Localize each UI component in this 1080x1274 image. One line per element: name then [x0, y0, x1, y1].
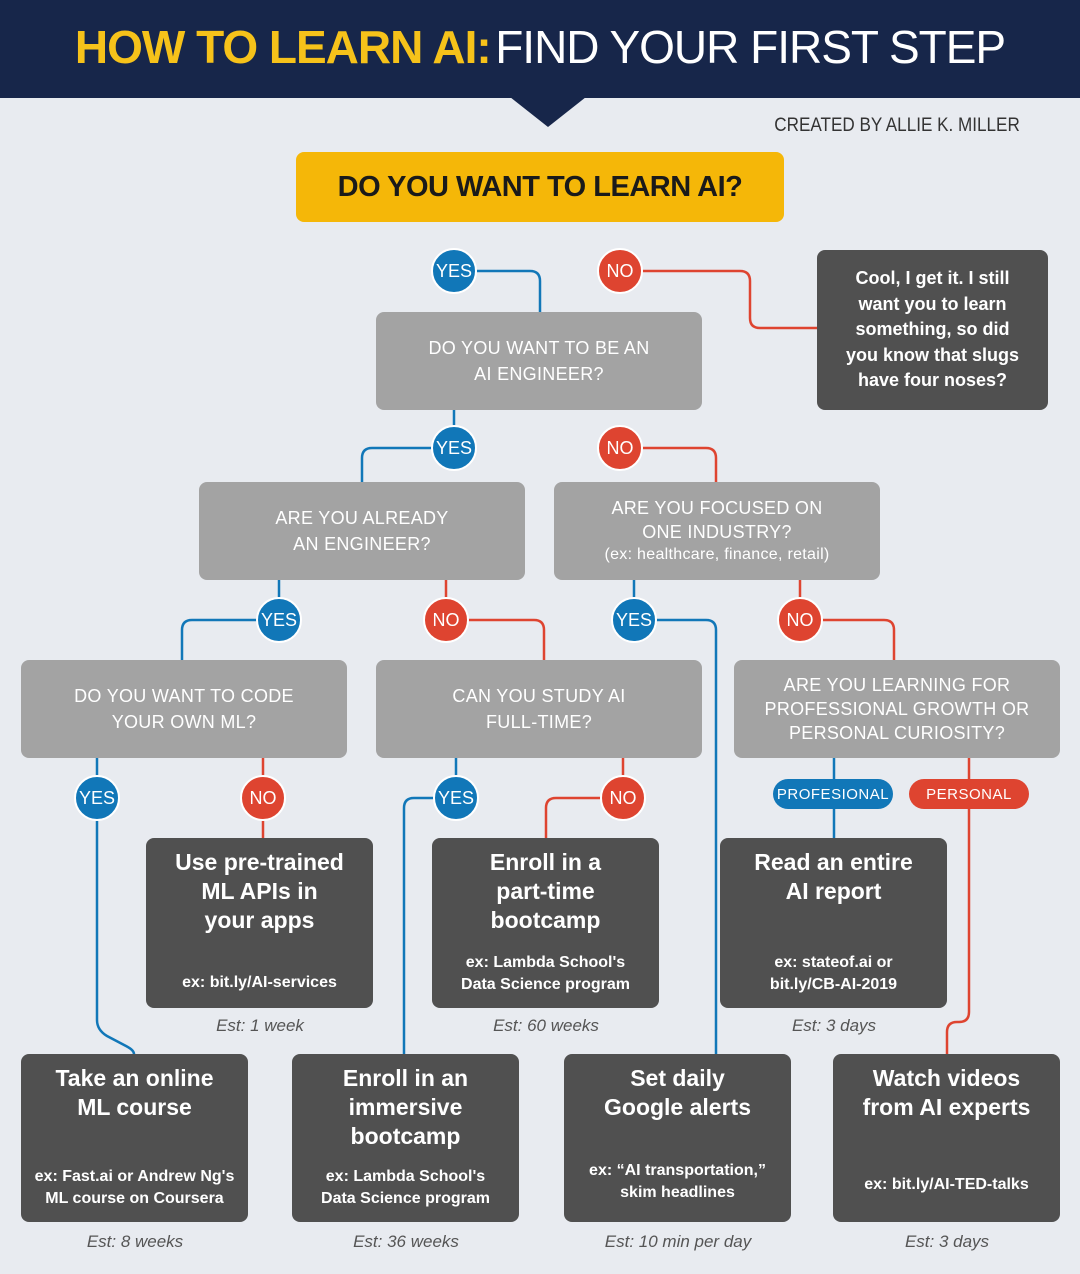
result-parttime-bootcamp: Enroll in a part-time bootcamp ex: Lambd…: [432, 838, 659, 1008]
result-title-line: Enroll in an: [342, 1065, 469, 1091]
result-title-line: Take an online: [55, 1065, 214, 1091]
result-expert-videos: Watch videos from AI experts ex: bit.ly/…: [833, 1054, 1060, 1222]
question-line: ARE YOU LEARNING FOR: [783, 675, 1011, 695]
estimate-report: Est: 3 days: [791, 1016, 877, 1035]
result-title-line: ML APIs in: [201, 878, 318, 904]
question-growth-or-curiosity: ARE YOU LEARNING FOR PROFESSIONAL GROWTH…: [734, 660, 1060, 758]
question-ai-engineer: DO YOU WANT TO BE AN AI ENGINEER?: [376, 312, 702, 410]
question-line: AN ENGINEER?: [293, 534, 431, 554]
no-badge: NO: [240, 775, 286, 821]
result-example: ex: Fast.ai or Andrew Ng's: [34, 1168, 235, 1185]
result-title-line: from AI experts: [862, 1094, 1031, 1120]
result-example: ex: Lambda School's: [465, 954, 626, 971]
result-example: ML course on Coursera: [45, 1190, 224, 1207]
result-title-line: bootcamp: [350, 1123, 461, 1149]
no-badge: NO: [423, 597, 469, 643]
estimate-parttime: Est: 60 weeks: [493, 1016, 599, 1035]
result-example: bit.ly/CB-AI-2019: [769, 976, 898, 993]
result-title-line: Google alerts: [604, 1094, 751, 1120]
personal-tag: PERSONAL: [909, 779, 1029, 809]
estimate-videos: Est: 3 days: [904, 1232, 990, 1251]
result-online-course: Take an online ML course ex: Fast.ai or …: [21, 1054, 248, 1222]
root-question-text: DO YOU WANT TO LEARN AI?: [337, 170, 743, 203]
result-example: ex: bit.ly/AI-services: [182, 974, 337, 991]
result-title-line: ML course: [77, 1094, 192, 1120]
title-rest: FIND YOUR FIRST STEP: [495, 21, 1006, 73]
estimate-pretrained: Est: 1 week: [216, 1016, 304, 1035]
question-subtext: (ex: healthcare, finance, retail): [604, 546, 830, 563]
result-example: Data Science program: [461, 976, 630, 993]
result-title-line: immersive: [348, 1094, 463, 1120]
result-example: ex: “AI transportation,”: [589, 1162, 766, 1179]
question-line: YOUR OWN ML?: [111, 712, 257, 732]
result-example: ex: bit.ly/AI-TED-talks: [864, 1176, 1029, 1193]
yes-badge: YES: [431, 425, 477, 471]
result-example: Data Science program: [321, 1190, 490, 1207]
header-notch: [510, 97, 586, 127]
note-line: have four noses?: [857, 370, 1008, 391]
question-line: CAN YOU STUDY AI: [452, 686, 626, 706]
credit-line: CREATED BY ALLIE K. MILLER: [774, 115, 1020, 136]
question-already-engineer: ARE YOU ALREADY AN ENGINEER?: [199, 482, 525, 580]
question-line: ONE INDUSTRY?: [642, 522, 792, 542]
result-title-line: part-time: [496, 878, 595, 904]
question-one-industry: ARE YOU FOCUSED ON ONE INDUSTRY? (ex: he…: [554, 482, 880, 580]
result-example: skim headlines: [620, 1184, 735, 1201]
no-badge: NO: [777, 597, 823, 643]
result-ai-report: Read an entire AI report ex: stateof.ai …: [720, 838, 947, 1008]
question-line: PERSONAL CURIOSITY?: [788, 723, 1006, 743]
yes-badge: YES: [74, 775, 120, 821]
result-title-line: bootcamp: [490, 907, 601, 933]
result-immersive-bootcamp: Enroll in an immersive bootcamp ex: Lamb…: [292, 1054, 519, 1222]
result-title-line: AI report: [785, 878, 882, 904]
page-header: HOW TO LEARN AI: FIND YOUR FIRST STEP: [0, 0, 1080, 98]
yes-badge: YES: [611, 597, 657, 643]
estimate-online: Est: 8 weeks: [86, 1232, 184, 1251]
result-title-line: Read an entire: [754, 849, 913, 875]
result-title-line: Enroll in a: [489, 849, 602, 875]
result-title-line: Use pre-trained: [175, 849, 344, 875]
note-line: want you to learn: [858, 293, 1007, 314]
yes-badge: YES: [433, 775, 479, 821]
question-line: DO YOU WANT TO BE AN: [428, 338, 650, 358]
estimate-alerts: Est: 10 min per day: [604, 1232, 752, 1251]
yes-badge: YES: [431, 248, 477, 294]
slug-fact-note: Cool, I get it. I still want you to lear…: [817, 250, 1048, 410]
question-code-own-ml: DO YOU WANT TO CODE YOUR OWN ML?: [21, 660, 347, 758]
root-question: DO YOU WANT TO LEARN AI?: [296, 152, 784, 222]
no-badge: NO: [600, 775, 646, 821]
result-title-line: Set daily: [630, 1065, 725, 1091]
question-line: FULL-TIME?: [485, 712, 593, 732]
no-badge: NO: [597, 425, 643, 471]
result-title-line: your apps: [204, 907, 315, 933]
estimate-immersive: Est: 36 weeks: [353, 1232, 459, 1251]
note-line: you know that slugs: [845, 344, 1019, 365]
note-line: Cool, I get it. I still: [855, 268, 1010, 289]
question-line: PROFESSIONAL GROWTH OR: [764, 699, 1030, 719]
result-title-line: Watch videos: [872, 1065, 1021, 1091]
title-highlight: HOW TO LEARN AI:: [74, 21, 492, 73]
question-line: ARE YOU FOCUSED ON: [611, 498, 823, 518]
question-line: AI ENGINEER?: [474, 364, 604, 384]
result-pretrained-apis: Use pre-trained ML APIs in your apps ex:…: [146, 838, 373, 1008]
professional-tag: PROFESIONAL: [773, 779, 893, 809]
result-example: ex: stateof.ai or: [774, 954, 893, 971]
result-google-alerts: Set daily Google alerts ex: “AI transpor…: [564, 1054, 791, 1222]
question-line: DO YOU WANT TO CODE: [74, 686, 294, 706]
question-line: ARE YOU ALREADY: [275, 508, 449, 528]
yes-badge: YES: [256, 597, 302, 643]
question-full-time: CAN YOU STUDY AI FULL-TIME?: [376, 660, 702, 758]
no-badge: NO: [597, 248, 643, 294]
result-example: ex: Lambda School's: [325, 1168, 486, 1185]
note-line: something, so did: [855, 319, 1010, 340]
